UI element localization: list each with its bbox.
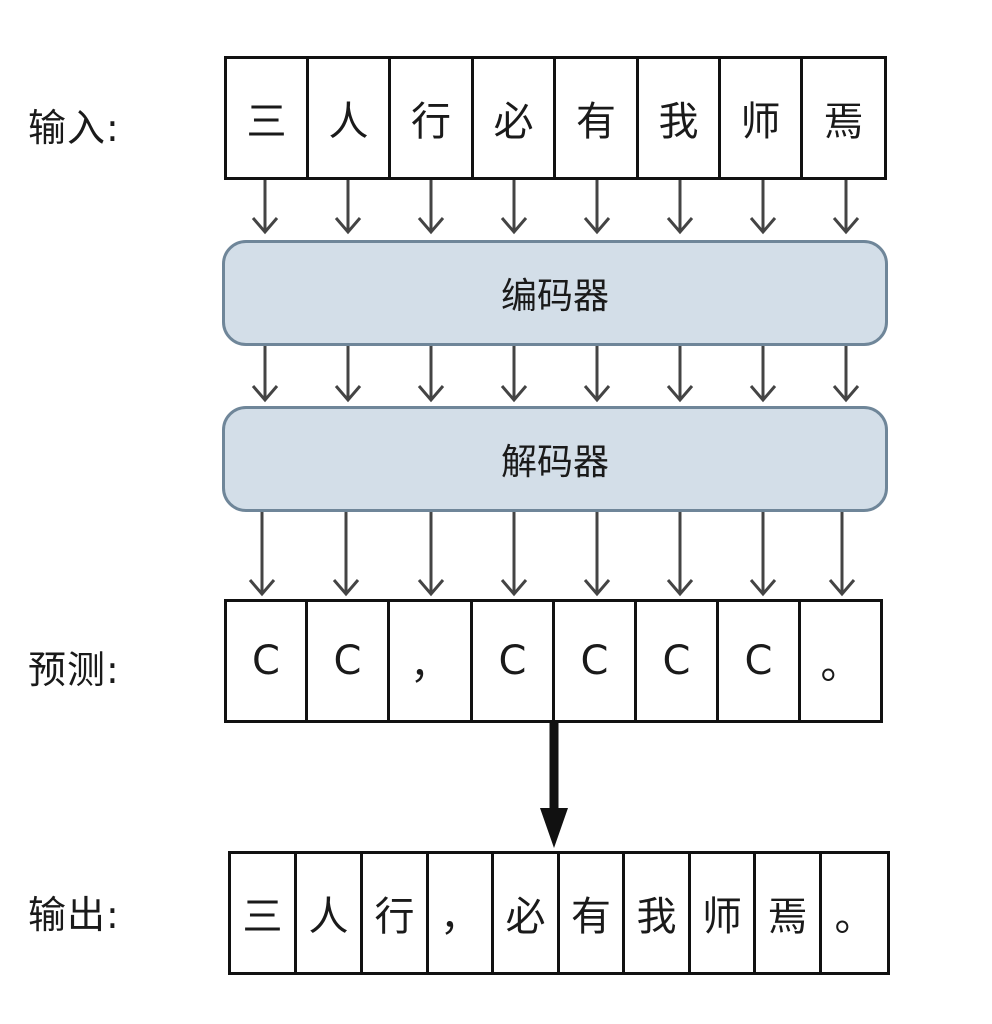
down-arrow-icon: [417, 346, 445, 403]
down-arrow-icon: [749, 512, 777, 597]
prediction-token-cell: C: [719, 599, 801, 723]
input-char-cell: 师: [721, 56, 803, 180]
down-arrow-icon: [749, 180, 777, 235]
prediction-token-cell: C: [473, 599, 555, 723]
output-sequence: 三人行，必有我师焉。: [228, 851, 890, 975]
output-char-cell: 人: [297, 851, 363, 975]
input-label: 输入:: [28, 106, 120, 150]
input-char-cell: 焉: [803, 56, 887, 180]
down-arrow-icon: [749, 346, 777, 403]
down-arrow-icon: [334, 346, 362, 403]
down-arrow-icon: [500, 512, 528, 597]
prediction-token-cell: C: [227, 599, 308, 723]
down-arrow-icon: [251, 180, 279, 235]
down-arrow-icon: [583, 512, 611, 597]
output-char-cell: 行: [363, 851, 429, 975]
down-arrow-icon: [666, 346, 694, 403]
down-arrow-icon: [248, 512, 276, 597]
output-label: 输出:: [28, 893, 120, 937]
input-char-cell: 必: [474, 56, 556, 180]
output-char-cell: 师: [691, 851, 756, 975]
output-char-cell: 我: [625, 851, 691, 975]
bold-down-arrow-icon: [540, 723, 568, 848]
down-arrow-icon: [417, 180, 445, 235]
output-char-cell: 有: [560, 851, 625, 975]
down-arrow-icon: [828, 512, 856, 597]
input-sequence: 三人行必有我师焉: [224, 56, 887, 180]
output-char-cell: 焉: [756, 851, 822, 975]
input-char-cell: 我: [639, 56, 721, 180]
output-char-cell: 必: [494, 851, 560, 975]
prediction-label: 预测:: [28, 648, 120, 692]
output-char-cell: 三: [231, 851, 297, 975]
down-arrow-icon: [334, 180, 362, 235]
prediction-token-cell: ，: [390, 599, 473, 723]
encoder-block: 编码器: [222, 240, 888, 346]
prediction-token-cell: C: [308, 599, 390, 723]
prediction-token-cell: C: [555, 599, 637, 723]
input-char-cell: 三: [227, 56, 309, 180]
down-arrow-icon: [832, 346, 860, 403]
down-arrow-icon: [500, 180, 528, 235]
down-arrow-icon: [832, 180, 860, 235]
down-arrow-icon: [666, 512, 694, 597]
down-arrow-icon: [251, 346, 279, 403]
down-arrow-icon: [583, 346, 611, 403]
output-char-cell: 。: [822, 851, 890, 975]
down-arrow-icon: [332, 512, 360, 597]
input-char-cell: 行: [391, 56, 474, 180]
input-char-cell: 有: [556, 56, 639, 180]
down-arrow-icon: [417, 512, 445, 597]
decoder-block: 解码器: [222, 406, 888, 512]
down-arrow-icon: [666, 180, 694, 235]
input-char-cell: 人: [309, 56, 391, 180]
prediction-token-cell: 。: [801, 599, 883, 723]
down-arrow-icon: [500, 346, 528, 403]
output-char-cell: ，: [429, 851, 494, 975]
down-arrow-icon: [583, 180, 611, 235]
prediction-token-cell: C: [637, 599, 719, 723]
